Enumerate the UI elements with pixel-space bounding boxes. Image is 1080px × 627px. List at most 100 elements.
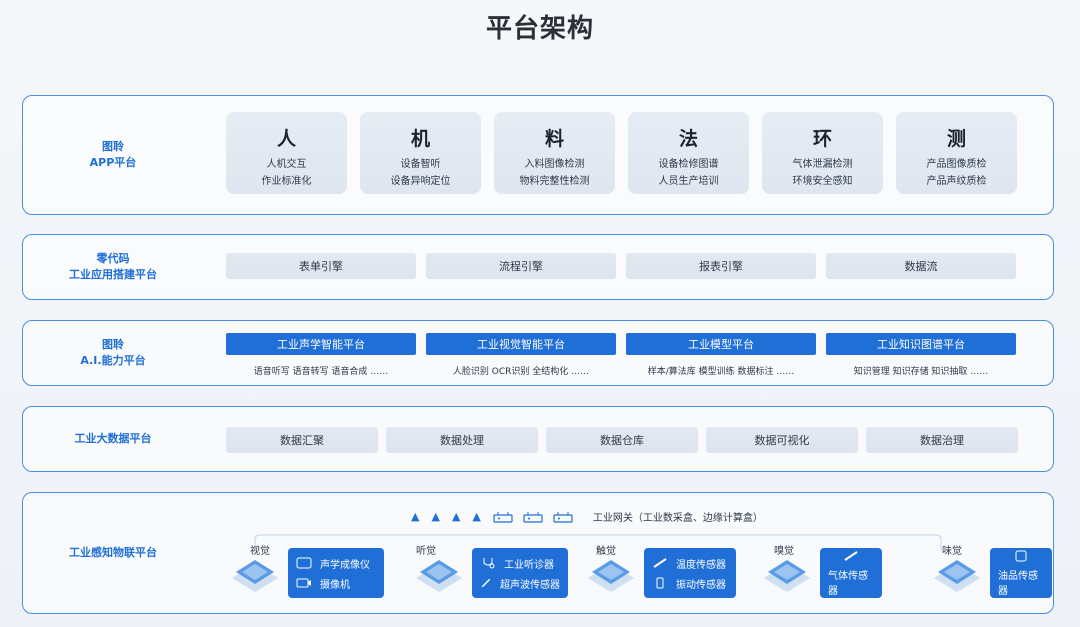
sense-name: 触觉 — [596, 546, 616, 557]
label-line1: 零代码 — [96, 252, 130, 265]
data-block: 数据处理 — [386, 427, 538, 453]
sense-chip-icon — [588, 560, 634, 592]
sense-group: 触觉 温度传感器 振动传感器 — [586, 546, 758, 598]
ai-capability-title: 工业声学智能平台 — [226, 333, 416, 355]
gateway-label: 工业网关（工业数采盒、边缘计算盒） — [592, 513, 763, 524]
label-text: 工业大数据平台 — [74, 432, 152, 445]
ai-capability: 工业声学智能平台语音听写 语音转写 语音合成 …… — [226, 333, 416, 377]
oil-sensor-icon — [1015, 550, 1027, 561]
card-line: 产品图像质检 — [926, 159, 987, 170]
label-line2: APP平台 — [89, 156, 137, 169]
bigdata-platform-layer: 工业大数据平台 数据汇聚 数据处理 数据仓库 数据可视化 数据治理 — [22, 406, 1054, 472]
engine-block: 表单引擎 — [226, 253, 416, 279]
label-line1: 图聆 — [102, 140, 124, 153]
layer-label: 图聆 A.I.能力平台 — [23, 321, 203, 385]
arrow-up-icon: ▲ — [472, 510, 481, 523]
stethoscope-icon — [483, 558, 495, 569]
router-icon — [493, 511, 513, 523]
layer-label: 工业大数据平台 — [23, 407, 203, 471]
sensor-item: 声学成像仪 — [296, 556, 376, 571]
arrow-up-icon: ▲ — [411, 510, 420, 523]
sensor-box: 气体传感器 — [820, 548, 882, 598]
sense-chip-icon — [764, 560, 810, 592]
page-title: 平台架构 — [485, 14, 594, 44]
data-block: 数据治理 — [866, 427, 1018, 453]
label-line2: A.I.能力平台 — [80, 354, 146, 367]
sensor-item: 振动传感器 — [652, 576, 728, 591]
card-title: 测 — [946, 128, 966, 150]
sense-name: 嗅觉 — [774, 546, 794, 557]
arrow-up-icon: ▲ — [431, 510, 440, 523]
arrow-up-icon: ▲ — [451, 510, 461, 523]
camera-icon — [296, 578, 311, 588]
gateway-row: ▲ ▲ ▲ ▲ 工业网关（工业数采盒、边缘计算盒） — [411, 509, 763, 524]
ai-capability-items: 知识管理 知识存储 知识抽取 …… — [853, 367, 989, 377]
card-line: 入料图像检测 — [524, 159, 585, 170]
sensor-label: 气体传感器 — [828, 570, 868, 597]
card-line: 产品声纹质检 — [926, 176, 987, 187]
app-platform-layer: 图聆 APP平台 人人机交互作业标准化 机设备智听设备异响定位 料入料图像检测物… — [22, 95, 1054, 215]
app-card: 测产品图像质检产品声纹质检 — [896, 112, 1017, 194]
iot-platform-layer: 工业感知物联平台 ▲ ▲ ▲ ▲ 工业网关（工业数采盒、边缘计算盒） 视觉 声学… — [22, 492, 1054, 614]
thermal-imager-icon — [296, 557, 312, 569]
card-line: 作业标准化 — [261, 176, 312, 187]
card-title: 人 — [276, 128, 296, 150]
sensor-label: 声学成像仪 — [320, 559, 370, 571]
data-block: 数据仓库 — [546, 427, 698, 453]
router-icon — [553, 511, 573, 523]
card-line: 人机交互 — [266, 159, 307, 170]
sense-group: 嗅觉 气体传感器 — [762, 546, 928, 598]
sense-name: 听觉 — [416, 546, 436, 557]
sensor-label: 油品传感器 — [998, 570, 1038, 597]
router-icon — [523, 511, 543, 523]
sensor-label: 工业听诊器 — [504, 559, 554, 571]
label-text: 工业感知物联平台 — [69, 546, 157, 559]
sense-chip-icon — [416, 560, 462, 592]
ai-capability: 工业模型平台样本/算法库 模型训练 数据标注 …… — [626, 333, 816, 377]
ai-capability-title: 工业模型平台 — [626, 333, 816, 355]
ai-capability-title: 工业知识图谱平台 — [826, 333, 1016, 355]
layer-label: 图聆 APP平台 — [23, 96, 203, 214]
ai-capability-items: 人脸识别 OCR识别 全结构化 …… — [452, 367, 590, 377]
sensor-label: 超声波传感器 — [500, 579, 560, 591]
layer-label: 工业感知物联平台 — [23, 493, 203, 613]
temperature-sensor-icon — [653, 558, 667, 568]
card-title: 机 — [410, 128, 430, 150]
data-block: 数据汇聚 — [226, 427, 378, 453]
card-line: 物料完整性检测 — [519, 176, 590, 187]
sensor-label: 摄像机 — [320, 579, 350, 591]
card-title: 料 — [544, 128, 564, 150]
sense-group: 味觉 油品传感器 — [932, 546, 1052, 598]
app-card: 料入料图像检测物料完整性检测 — [494, 112, 615, 194]
card-line: 环境安全感知 — [792, 176, 853, 187]
sensor-item: 工业听诊器 — [480, 556, 560, 571]
card-title: 法 — [678, 128, 698, 150]
sense-chip-icon — [232, 560, 278, 592]
app-card: 环气体泄漏检测环境安全感知 — [762, 112, 883, 194]
label-line2: 工业应用搭建平台 — [69, 268, 157, 281]
ai-capability-title: 工业视觉智能平台 — [426, 333, 616, 355]
sensor-box: 油品传感器 — [990, 548, 1052, 598]
engine-block: 数据流 — [826, 253, 1016, 279]
sensor-item: 摄像机 — [296, 576, 376, 591]
card-line: 设备检修图谱 — [658, 159, 719, 170]
sense-chip-icon — [934, 560, 980, 592]
sensor-box: 声学成像仪 摄像机 — [288, 548, 384, 598]
sense-row: 视觉 声学成像仪 摄像机 听觉 工业听诊器 超声波传感器 触觉 温度传感器 振动… — [230, 546, 1052, 598]
app-card: 人人机交互作业标准化 — [226, 112, 347, 194]
lowcode-platform-layer: 零代码 工业应用搭建平台 表单引擎 流程引擎 报表引擎 数据流 — [22, 234, 1054, 300]
card-line: 人员生产培训 — [658, 176, 719, 187]
sense-name: 视觉 — [250, 546, 270, 557]
layer-label: 零代码 工业应用搭建平台 — [23, 235, 203, 299]
sensor-item: 温度传感器 — [652, 556, 728, 571]
gas-sensor-icon — [844, 550, 858, 561]
data-block: 数据可视化 — [706, 427, 858, 453]
sensor-box: 温度传感器 振动传感器 — [644, 548, 736, 598]
ai-platform-layer: 图聆 A.I.能力平台 工业声学智能平台语音听写 语音转写 语音合成 …… 工业… — [22, 320, 1054, 386]
sensor-label: 振动传感器 — [676, 579, 726, 591]
ai-capability-items: 语音听写 语音转写 语音合成 …… — [253, 367, 389, 377]
app-card: 机设备智听设备异响定位 — [360, 112, 481, 194]
app-card: 法设备检修图谱人员生产培训 — [628, 112, 749, 194]
ultrasonic-sensor-icon — [481, 578, 491, 588]
sense-group: 视觉 声学成像仪 摄像机 — [230, 546, 410, 598]
